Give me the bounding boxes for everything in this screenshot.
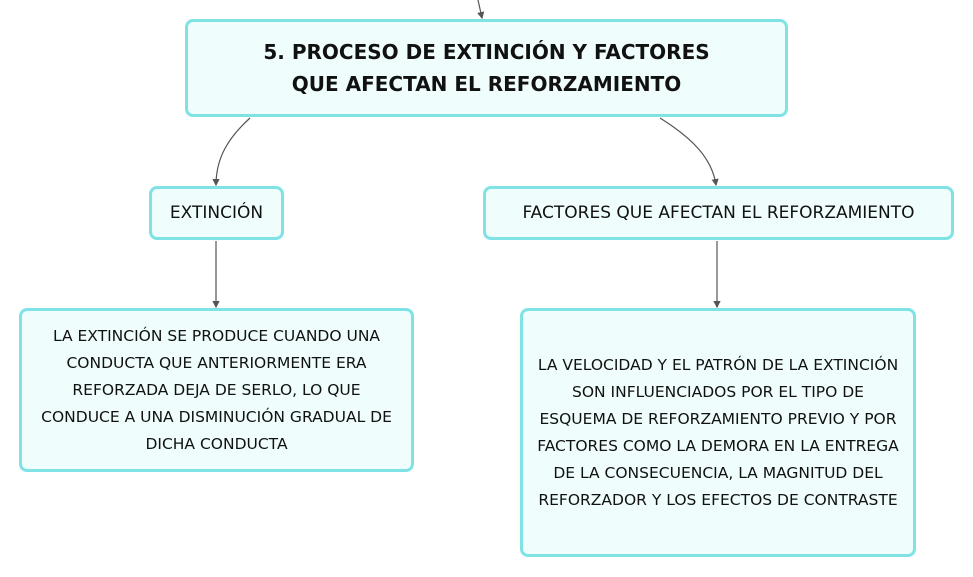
root-topic-node[interactable]: 5. PROCESO DE EXTINCIÓN Y FACTORES QUE A… [185, 19, 788, 117]
extincion-description-text: LA EXTINCIÓN SE PRODUCE CUANDO UNA CONDU… [41, 326, 392, 453]
factores-label: FACTORES QUE AFECTAN EL REFORZAMIENTO [522, 203, 915, 223]
connector-parent-to-root [477, 0, 485, 20]
factores-description-node[interactable]: LA VELOCIDAD Y EL PATRÓN DE LA EXTINCIÓN… [520, 308, 916, 557]
factores-node[interactable]: FACTORES QUE AFECTAN EL REFORZAMIENTO [483, 186, 954, 240]
extincion-label: EXTINCIÓN [169, 203, 264, 223]
extincion-node[interactable]: EXTINCIÓN [149, 186, 284, 240]
extincion-description-node[interactable]: LA EXTINCIÓN SE PRODUCE CUANDO UNA CONDU… [19, 308, 414, 472]
connector-root-to-extincion [212, 117, 251, 187]
connector-root-to-factores [659, 117, 719, 187]
root-topic-label: 5. PROCESO DE EXTINCIÓN Y FACTORES QUE A… [263, 40, 710, 96]
factores-description-text: LA VELOCIDAD Y EL PATRÓN DE LA EXTINCIÓN… [537, 355, 899, 509]
